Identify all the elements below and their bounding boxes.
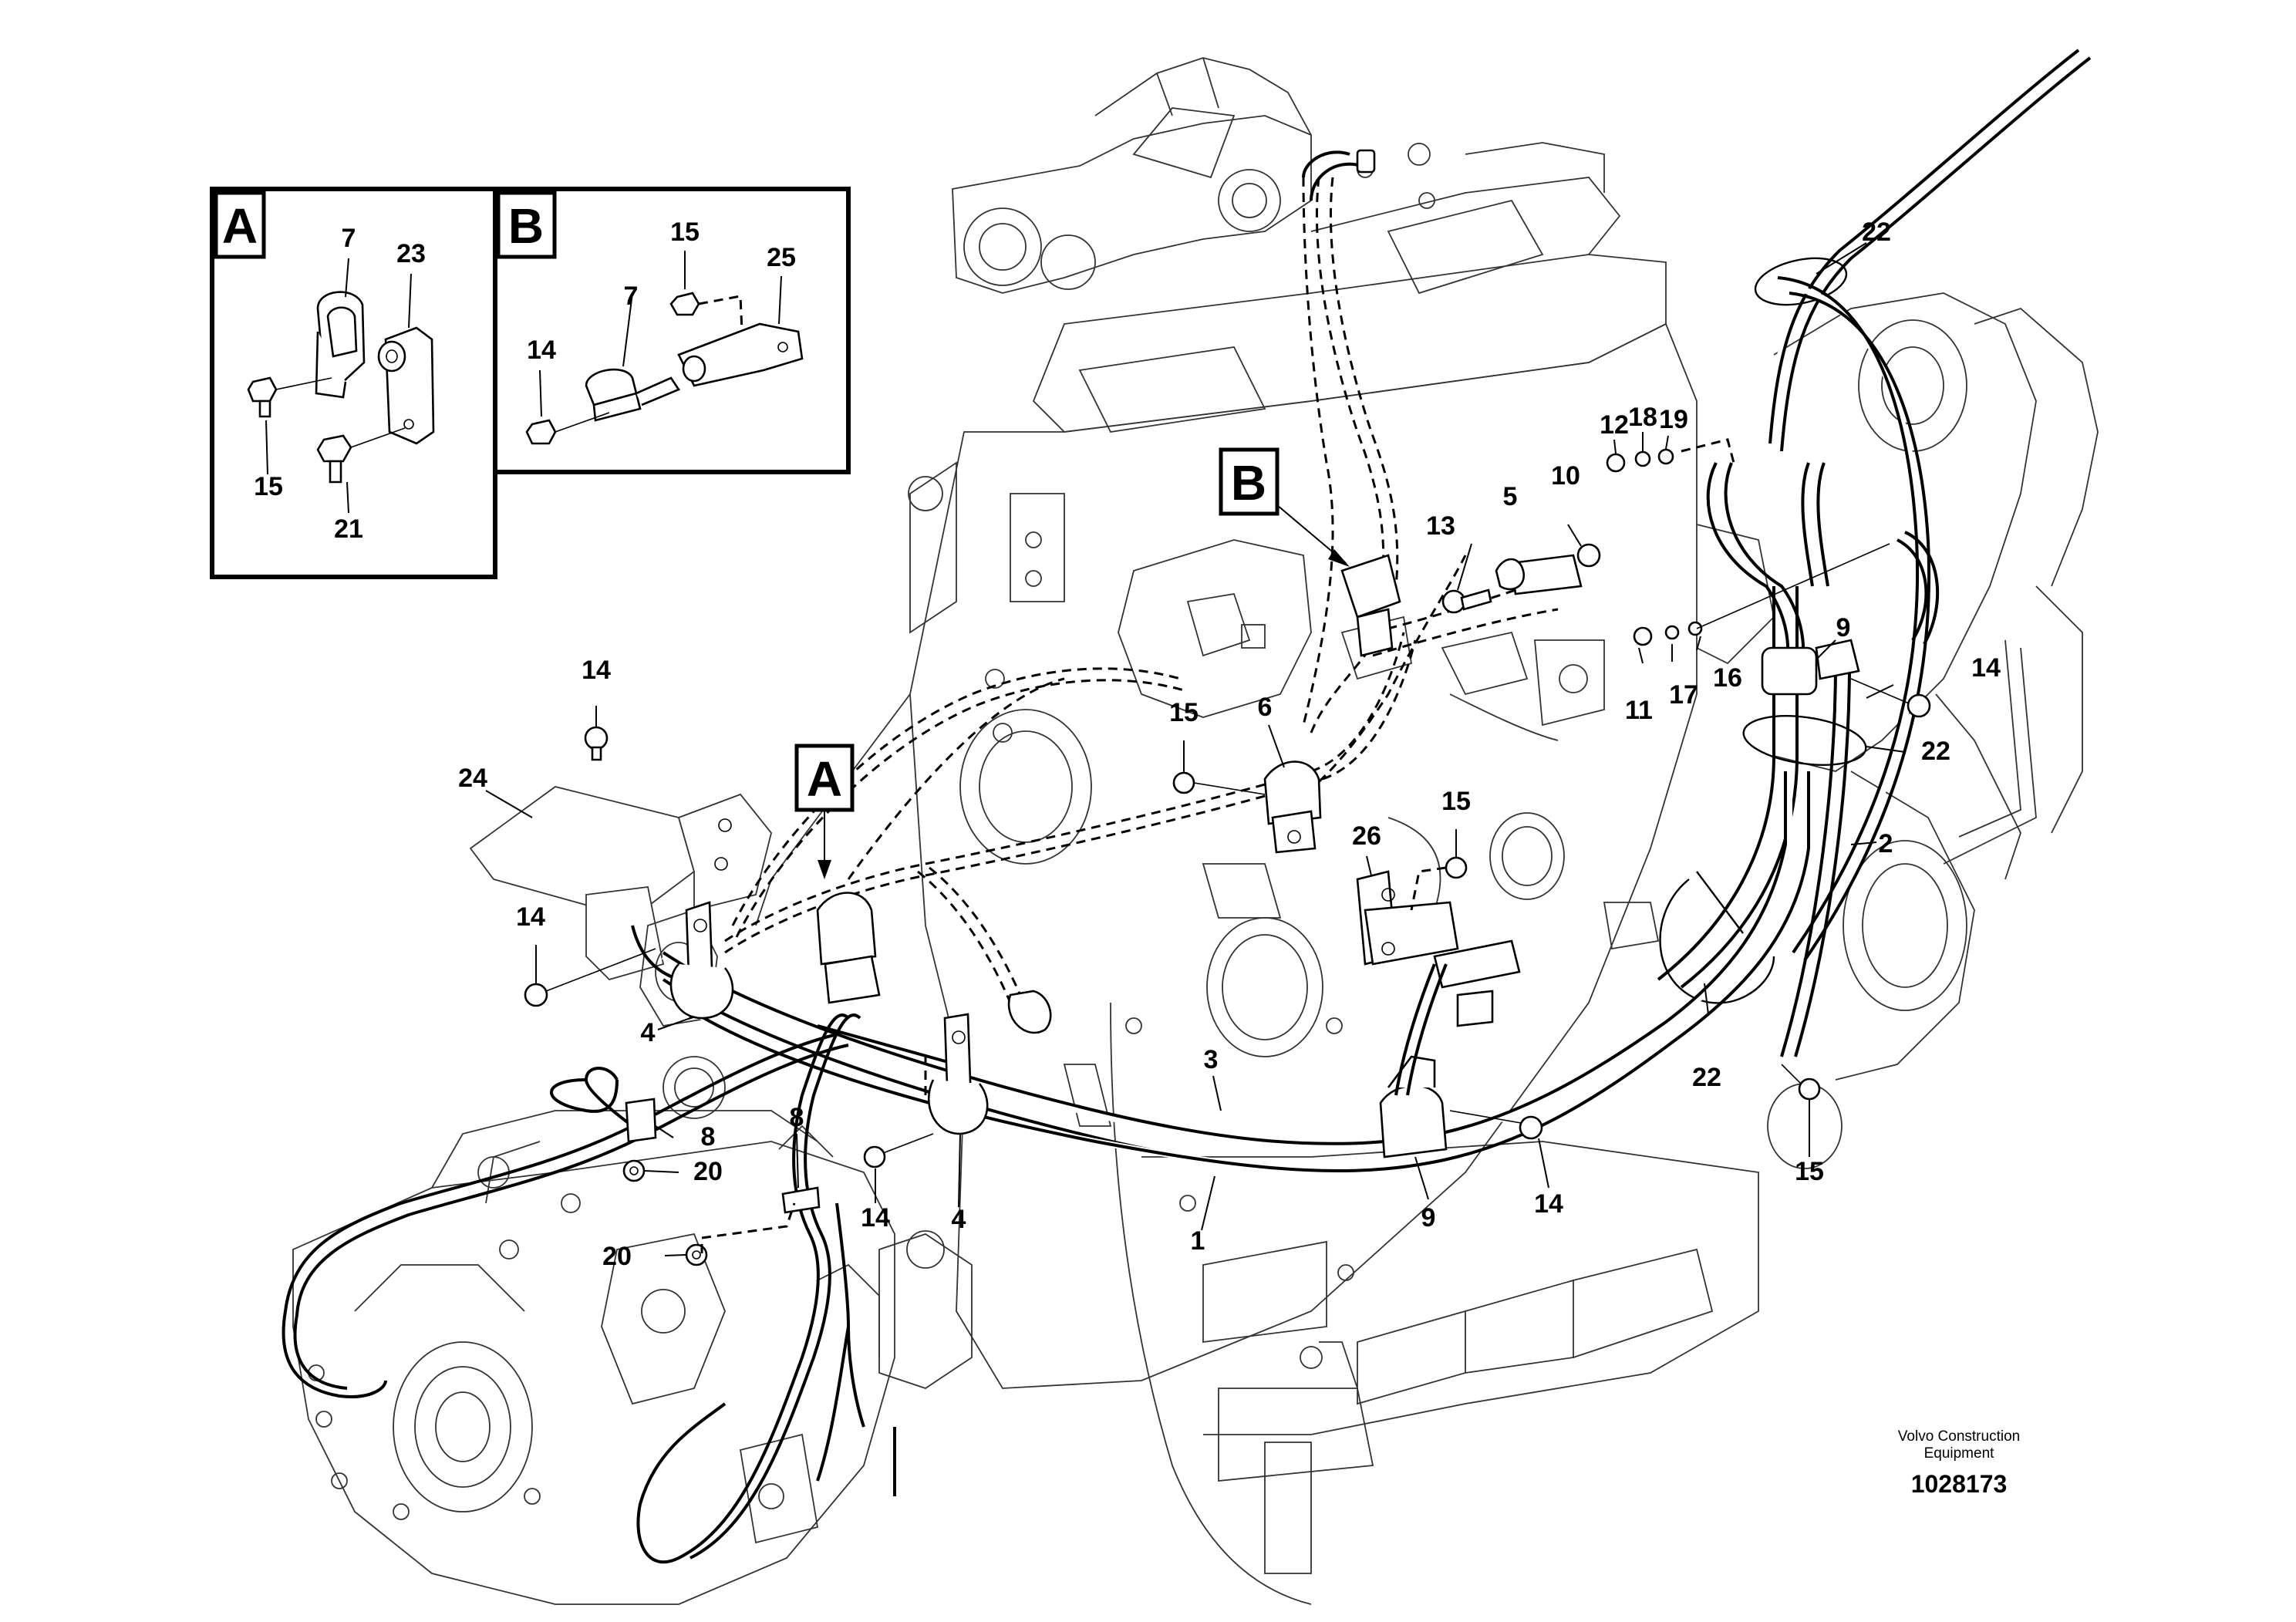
- label-22-top: 22: [1862, 218, 1891, 247]
- label-13: 13: [1426, 511, 1455, 541]
- inset-b-label-25: 25: [767, 243, 796, 272]
- label-15-lower-right: 15: [1795, 1157, 1824, 1186]
- bolt-14-left: [524, 948, 656, 1007]
- inset-a-label-15: 15: [254, 472, 283, 501]
- callout-a: A: [794, 744, 855, 879]
- hoses-and-harnesses: [282, 49, 2092, 1564]
- label-10: 10: [1551, 461, 1580, 491]
- label-14-right: 14: [1971, 653, 2001, 683]
- label-9-bottom: 9: [1421, 1203, 1436, 1233]
- inset-a-label-23: 23: [396, 239, 426, 268]
- svg-text:A: A: [807, 751, 842, 807]
- credit-block: Volvo Construction Equipment 1028173: [1898, 1428, 2020, 1498]
- bolt-14-right-top: [1850, 678, 1931, 718]
- label-14-bottom: 14: [861, 1203, 890, 1233]
- label-15-upper-right: 15: [1441, 787, 1471, 816]
- engine-line-art: [292, 57, 2099, 1605]
- label-5: 5: [1503, 482, 1518, 511]
- credit-line-2: Equipment: [1924, 1445, 1995, 1462]
- leader-lines: [485, 242, 1906, 1256]
- inset-a: A: [210, 187, 497, 579]
- label-11: 11: [1625, 696, 1653, 725]
- label-20-lower: 20: [602, 1242, 632, 1271]
- bolt-14-bottom: [863, 1133, 934, 1168]
- label-24: 24: [458, 764, 487, 793]
- inset-b-letter: B: [508, 198, 544, 254]
- label-18: 18: [1628, 403, 1657, 432]
- label-20-upper: 20: [693, 1157, 723, 1186]
- label-16: 16: [1713, 663, 1742, 693]
- bolt-14-lower-right: [1449, 1110, 1543, 1140]
- inset-b: B: [493, 187, 851, 474]
- label-17: 17: [1669, 680, 1698, 710]
- label-14-top: 14: [582, 656, 611, 685]
- label-22-right: 22: [1921, 737, 1950, 766]
- inset-a-label-7: 7: [342, 224, 356, 253]
- label-8-left: 8: [701, 1122, 716, 1152]
- svg-text:B: B: [1231, 455, 1266, 511]
- part-labels: 22 12 18 19 10 5 13 9 14 11 17 16 22 14 …: [458, 218, 2001, 1271]
- label-6: 6: [1258, 693, 1273, 722]
- label-12: 12: [1600, 410, 1629, 440]
- part-number: 1028173: [1911, 1470, 2008, 1498]
- label-2: 2: [1879, 829, 1893, 858]
- inset-b-label-7: 7: [624, 282, 639, 311]
- label-22-lower: 22: [1692, 1063, 1721, 1092]
- label-3: 3: [1204, 1045, 1219, 1074]
- label-19: 19: [1659, 405, 1688, 434]
- label-14-lower-right: 14: [1534, 1189, 1563, 1219]
- label-4-left: 4: [641, 1018, 656, 1047]
- bolt-14-top: [584, 726, 609, 761]
- label-26: 26: [1352, 821, 1381, 851]
- inset-b-label-15: 15: [670, 218, 700, 247]
- credit-line-1: Volvo Construction: [1898, 1428, 2020, 1445]
- inset-b-label-14: 14: [527, 336, 556, 365]
- label-8-center: 8: [790, 1103, 804, 1132]
- callout-b: B: [1219, 447, 1350, 567]
- inset-a-letter: A: [222, 198, 258, 254]
- clamps-and-fasteners: [524, 438, 1931, 1266]
- label-14-left: 14: [516, 902, 545, 932]
- label-1: 1: [1191, 1226, 1205, 1256]
- label-9-right: 9: [1836, 613, 1851, 642]
- label-4-center: 4: [952, 1205, 966, 1234]
- label-15-center: 15: [1169, 698, 1199, 727]
- inset-a-label-21: 21: [334, 514, 363, 544]
